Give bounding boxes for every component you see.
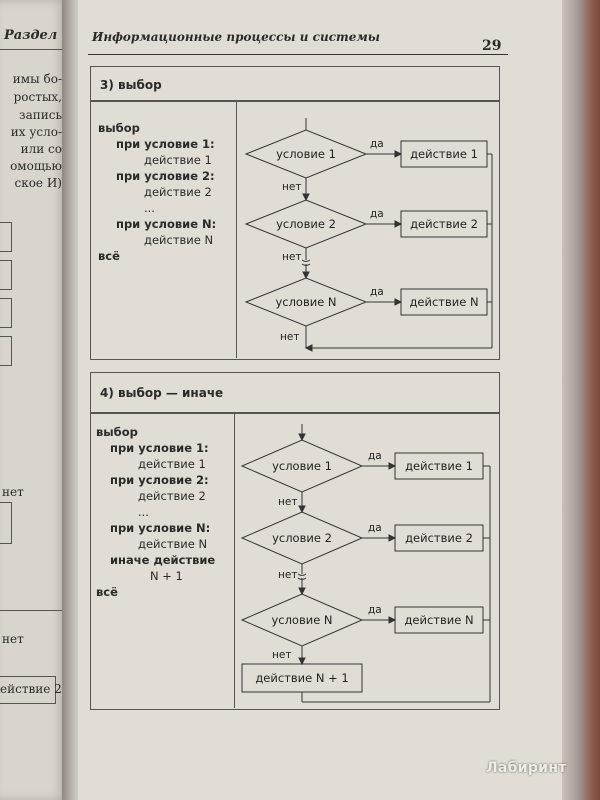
section3-divider: [236, 100, 237, 358]
section4-table: [90, 412, 500, 710]
section3-code: выбор при условие 1: действие 1 при усло…: [98, 120, 216, 264]
condition-2-label: условие 2: [272, 531, 332, 545]
code-line: действие 1: [138, 457, 206, 471]
yes-label: да: [370, 138, 384, 150]
code-line: действие 2: [138, 489, 206, 503]
left-page: Раздел 1 имы бо- ростых, запись их усло-…: [0, 0, 71, 800]
header-rule: [88, 54, 508, 55]
yes-label: да: [370, 208, 384, 220]
section4-code: выбор при условие 1: действие 1 при усло…: [96, 424, 215, 600]
page-number: 29: [482, 38, 502, 54]
code-line: всё: [96, 585, 118, 599]
section4-title-cell: [90, 372, 500, 414]
left-page-header: Раздел 1: [4, 28, 71, 43]
left-page-box: [0, 260, 12, 290]
code-line: выбор: [96, 425, 138, 439]
action-1-label: действие 1: [410, 147, 478, 161]
code-line: действие 1: [144, 153, 212, 167]
watermark-logo: Лабиринт: [486, 760, 567, 776]
code-line: N + 1: [150, 569, 183, 583]
condition-n-label: условие N: [275, 295, 336, 309]
left-page-box: [0, 676, 56, 704]
code-line: при условие 2:: [110, 473, 209, 487]
section3-flowchart: условие 1 действие 1 условие 2 действие …: [244, 118, 493, 352]
left-page-box: [0, 298, 12, 328]
no-label: нет: [272, 649, 291, 661]
condition-2-label: условие 2: [276, 217, 336, 231]
code-line: действие N: [138, 537, 208, 551]
code-line: выбор: [98, 121, 140, 135]
code-line: при условие 2:: [116, 169, 215, 183]
action-n-label: действие N: [409, 295, 478, 309]
section3-title-cell: [90, 66, 500, 102]
code-line: при условие N:: [116, 217, 217, 231]
code-line: всё: [98, 249, 120, 263]
no-label: нет: [280, 331, 299, 343]
left-page-text: запись: [19, 108, 62, 122]
left-page-text: ростых,: [13, 90, 62, 104]
left-page-text: имы бо-: [12, 72, 62, 86]
left-page-text: нет: [2, 632, 24, 646]
section3-table: [90, 100, 500, 360]
left-page-box: [0, 502, 12, 544]
section4-flowchart: условие 1 действие 1 условие 2 действие …: [240, 424, 491, 703]
yes-label: да: [368, 522, 382, 534]
left-page-text: их усло-: [10, 125, 62, 139]
section3-title: 3) выбор: [100, 78, 162, 92]
left-page-text: омощью: [10, 159, 62, 173]
code-line: при условие N:: [110, 521, 211, 535]
left-page-text: ское И): [14, 176, 62, 190]
no-label: нет: [282, 251, 301, 263]
code-line: иначе действие: [110, 553, 216, 567]
condition-n-label: условие N: [271, 613, 332, 627]
action-2-label: действие 2: [410, 217, 478, 231]
no-label: нет: [282, 181, 301, 193]
section4-title: 4) выбор — иначе: [100, 386, 224, 400]
left-page-rule: [0, 610, 62, 611]
right-page: [78, 0, 562, 800]
code-line: при условие 1:: [116, 137, 215, 151]
code-line: ...: [144, 201, 155, 215]
yes-label: да: [368, 450, 382, 462]
code-line: при условие 1:: [110, 441, 209, 455]
action-n-plus-1-label: действие N + 1: [255, 671, 348, 685]
condition-1-label: условие 1: [276, 147, 336, 161]
page-edge: [562, 0, 600, 800]
left-page-text: ействие 2: [0, 682, 62, 696]
yes-label: да: [368, 604, 382, 616]
code-line: ...: [138, 505, 149, 519]
code-line: действие 2: [144, 185, 212, 199]
left-page-box: [0, 336, 12, 366]
section4-divider: [234, 412, 235, 708]
left-page-text: нет: [2, 485, 24, 499]
left-page-rule: [0, 49, 64, 50]
no-label: нет: [278, 569, 297, 581]
no-label: нет: [278, 496, 297, 508]
yes-label: да: [370, 286, 384, 298]
action-2-label: действие 2: [405, 531, 473, 545]
code-line: действие N: [144, 233, 214, 247]
left-page-box: [0, 222, 12, 252]
running-head: Информационные процессы и системы: [92, 30, 380, 44]
condition-1-label: условие 1: [272, 459, 332, 473]
action-1-label: действие 1: [405, 459, 473, 473]
left-page-text: или со: [20, 142, 62, 156]
action-n-label: действие N: [404, 613, 473, 627]
